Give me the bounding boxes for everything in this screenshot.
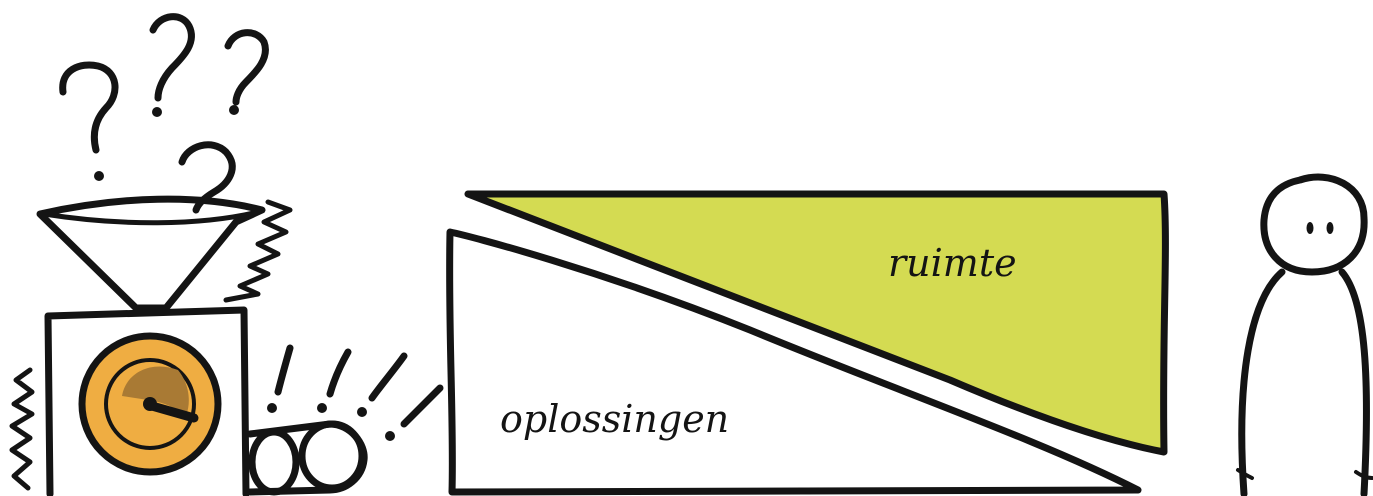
exclamation-mark-icon [317,352,348,413]
exclamation-mark-icon [357,356,404,417]
conveyor-belt [250,424,364,492]
eye-icon [1327,222,1334,234]
solutions-label: oplossingen [500,397,729,441]
exclamation-mark-icon [267,348,290,413]
person-figure [1238,177,1372,494]
question-mark-icon [63,65,115,181]
eye-icon [1307,222,1314,234]
question-mark-icon [228,33,265,115]
roller-icon [302,424,362,488]
question-marks [63,17,266,210]
question-mark-icon [152,17,191,117]
roller-icon [252,432,296,492]
squiggle-icon [12,370,32,488]
funnel [40,199,262,308]
machine [48,310,246,494]
gauge-dial-icon [82,336,218,472]
space-label: ruimte [888,241,1017,285]
exclamation-mark-icon [385,388,440,441]
